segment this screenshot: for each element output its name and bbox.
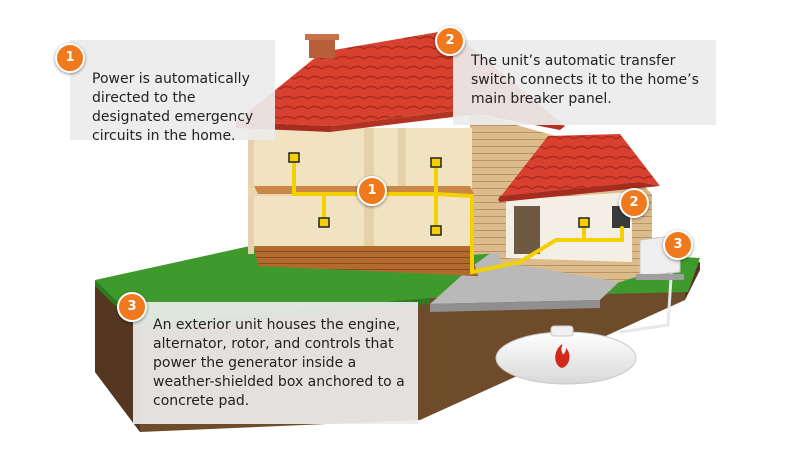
callout-text-2: The unit’s automatic transfer switch con… [471, 53, 699, 107]
marker-transfer-switch: 2 [619, 188, 649, 218]
flame-icon [555, 344, 570, 368]
callout-text-3: An exterior unit houses the engine, alte… [153, 317, 405, 409]
callout-text-1: Power is automatically directed to the d… [92, 71, 254, 144]
callout-badge-3: 3 [117, 292, 147, 322]
gas-line [619, 261, 674, 334]
callout-transfer-switch: The unit’s automatic transfer switch con… [453, 40, 716, 125]
callout-badge-2: 2 [435, 26, 465, 56]
outlet-boxes [288, 152, 590, 236]
garage [498, 134, 660, 282]
callout-emergency-circuits: Power is automatically directed to the d… [70, 40, 275, 144]
marker-circuits: 1 [357, 176, 387, 206]
callout-exterior-unit: An exterior unit houses the engine, alte… [133, 302, 418, 424]
marker-generator: 3 [663, 230, 693, 260]
callout-badge-1: 1 [55, 43, 85, 73]
